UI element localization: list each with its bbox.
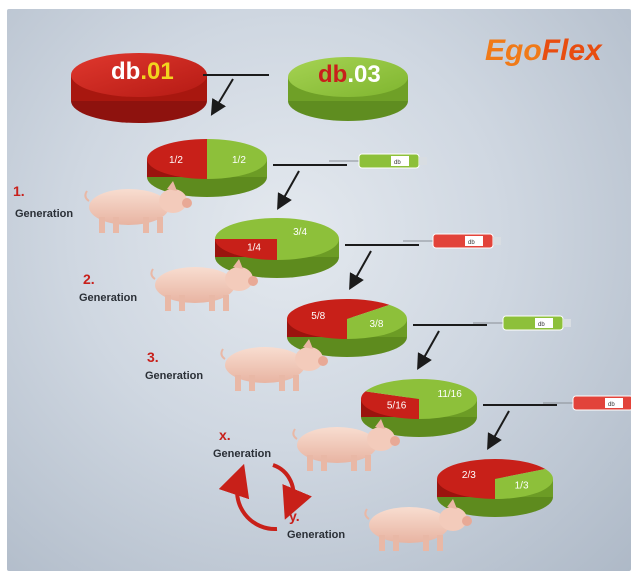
generation-number: 2. <box>83 271 95 287</box>
red-fraction-label: 1/2 <box>169 155 183 166</box>
pig-icon <box>85 181 192 233</box>
logo-ego: Ego <box>485 34 542 67</box>
source-disc-db03: db.03 <box>288 57 408 121</box>
red-fraction-label: 5/16 <box>387 401 407 412</box>
source-label-db03: db.03 <box>318 61 381 88</box>
logo-flex: Flex <box>542 34 603 67</box>
svg-text:EgoFlex: EgoFlex <box>485 34 603 67</box>
generation-text: Generation <box>15 208 73 220</box>
generation-label-1: 1. Generation <box>13 183 73 220</box>
syringe-tag: db <box>468 240 475 246</box>
generation-arrow <box>281 171 299 203</box>
green-fraction-label: 1/3 <box>515 481 529 492</box>
syringe-tag: db <box>608 402 615 408</box>
source-disc-db01: db.01 <box>71 53 207 123</box>
generation-number: x. <box>219 427 231 443</box>
green-fraction-label: 3/4 <box>293 227 307 238</box>
generation-arrow <box>491 411 509 443</box>
generation-arrow <box>421 331 439 363</box>
syringe-icon: db <box>543 396 631 410</box>
source-label-db01: db.01 <box>111 58 174 85</box>
cross-arrow <box>215 79 233 109</box>
generation-text: Generation <box>145 370 203 382</box>
syringe-icon: db <box>473 316 571 330</box>
breeding-diagram: EgoFlex db.01 db.03 <box>7 9 631 571</box>
generation-number: y. <box>289 508 300 524</box>
red-fraction-label: 5/8 <box>311 311 325 322</box>
generation-text: Generation <box>213 448 271 460</box>
generation-label-x: x. Generation <box>213 427 271 460</box>
generation-label-2: 2. Generation <box>79 271 137 304</box>
red-fraction-label: 2/3 <box>462 470 476 481</box>
generation-arrow <box>353 251 371 283</box>
diagram-panel: EgoFlex db.01 db.03 <box>7 9 631 571</box>
generation-text: Generation <box>287 529 345 541</box>
generation-label-3: 3. Generation <box>145 349 203 382</box>
red-fraction-label: 1/4 <box>247 242 261 253</box>
pig-icon <box>293 419 400 471</box>
green-fraction-label: 1/2 <box>232 155 246 166</box>
cycle-icon <box>237 465 293 529</box>
generation-disc: 1/2 1/2 <box>147 139 267 197</box>
egoflex-logo: EgoFlex <box>485 34 603 67</box>
syringe-tag: db <box>394 160 401 166</box>
pig-icon <box>365 499 472 551</box>
green-fraction-label: 11/16 <box>438 389 463 400</box>
generation-label-y: y. Generation <box>287 508 345 541</box>
pig-icon <box>221 339 328 391</box>
pig-icon <box>151 259 258 311</box>
syringe-tag: db <box>538 322 545 328</box>
generation-layer: 1/2 1/2 db 1/4 3/4 db 5/8 3/8 db 5/16 11/16 db 2/3 1/… <box>85 139 631 551</box>
green-fraction-label: 3/8 <box>369 319 383 330</box>
generation-text: Generation <box>79 292 137 304</box>
generation-number: 3. <box>147 349 159 365</box>
generation-number: 1. <box>13 183 25 199</box>
